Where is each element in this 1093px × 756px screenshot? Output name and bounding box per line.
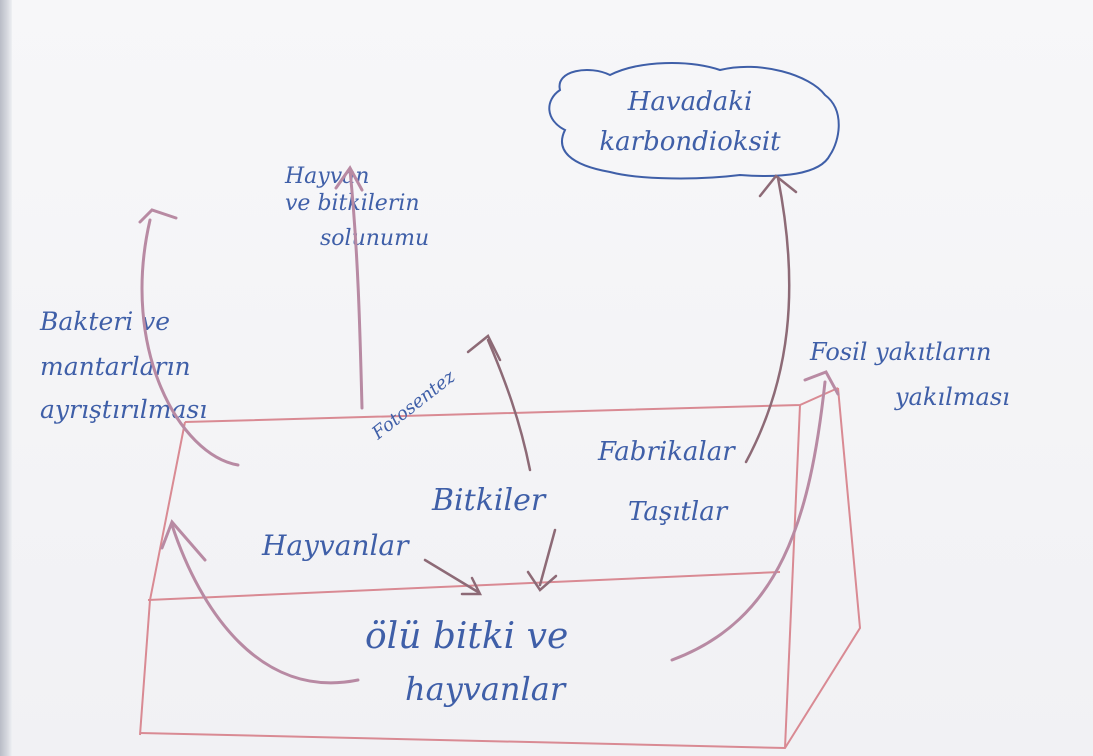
decomposition-label-line3: ayrıştırılması xyxy=(40,395,207,424)
vehicles-label: Taşıtlar xyxy=(628,497,729,527)
paper-binding-edge xyxy=(0,0,12,756)
ground-box xyxy=(139,387,862,750)
soil-layer-line xyxy=(147,571,781,601)
photosynthesis-arrow xyxy=(486,338,532,472)
dead-organisms-label-line1: ölü bitki ve xyxy=(365,616,568,657)
fossil-fuel-arrow xyxy=(670,380,827,662)
respiration-arrow xyxy=(348,168,364,410)
box-bottom-right-edge xyxy=(139,387,862,750)
decomposition-arrowhead xyxy=(138,208,178,224)
box-top-edge xyxy=(184,387,839,423)
plants-label: Bitkiler xyxy=(431,483,547,518)
plants-to-dead-arrowhead xyxy=(526,570,558,592)
co2-cloud xyxy=(548,62,840,180)
box-front-right-edge xyxy=(784,404,801,749)
animals-to-dead-arrow xyxy=(423,558,480,594)
fossil-fuel-label-line1: Fosil yakıtların xyxy=(809,338,991,366)
photosynthesis-label: Fotosentez xyxy=(367,366,459,445)
dead-to-soil-arrow xyxy=(170,523,360,685)
box-left-edge xyxy=(139,421,186,736)
decomposition-label-line2: mantarların xyxy=(40,352,191,381)
co2-label-line1: Havadaki xyxy=(627,87,753,117)
animals-to-dead-arrowhead xyxy=(460,576,483,596)
respiration-label-line1: Hayvan xyxy=(284,164,369,189)
fossil-fuel-label-line2: yakılması xyxy=(894,383,1010,411)
plants-to-dead-arrow xyxy=(538,528,557,587)
respiration-label-line3: solunumu xyxy=(320,226,429,251)
factories-label: Fabrikalar xyxy=(597,437,736,467)
fossil-fuel-arrowhead xyxy=(803,370,840,396)
decomposition-label-line1: Bakteri ve xyxy=(39,307,170,336)
factories-to-co2-arrow xyxy=(744,176,791,464)
factories-to-co2-arrowhead xyxy=(758,174,798,198)
decomposition-arrow xyxy=(140,218,240,467)
animals-label: Hayvanlar xyxy=(261,529,410,562)
photosynthesis-arrowhead xyxy=(466,334,502,362)
dead-organisms-label-line2: hayvanlar xyxy=(405,670,567,708)
co2-label-line2: karbondioksit xyxy=(599,127,781,157)
dead-to-soil-arrowhead xyxy=(160,519,207,562)
respiration-arrowhead xyxy=(334,165,364,192)
